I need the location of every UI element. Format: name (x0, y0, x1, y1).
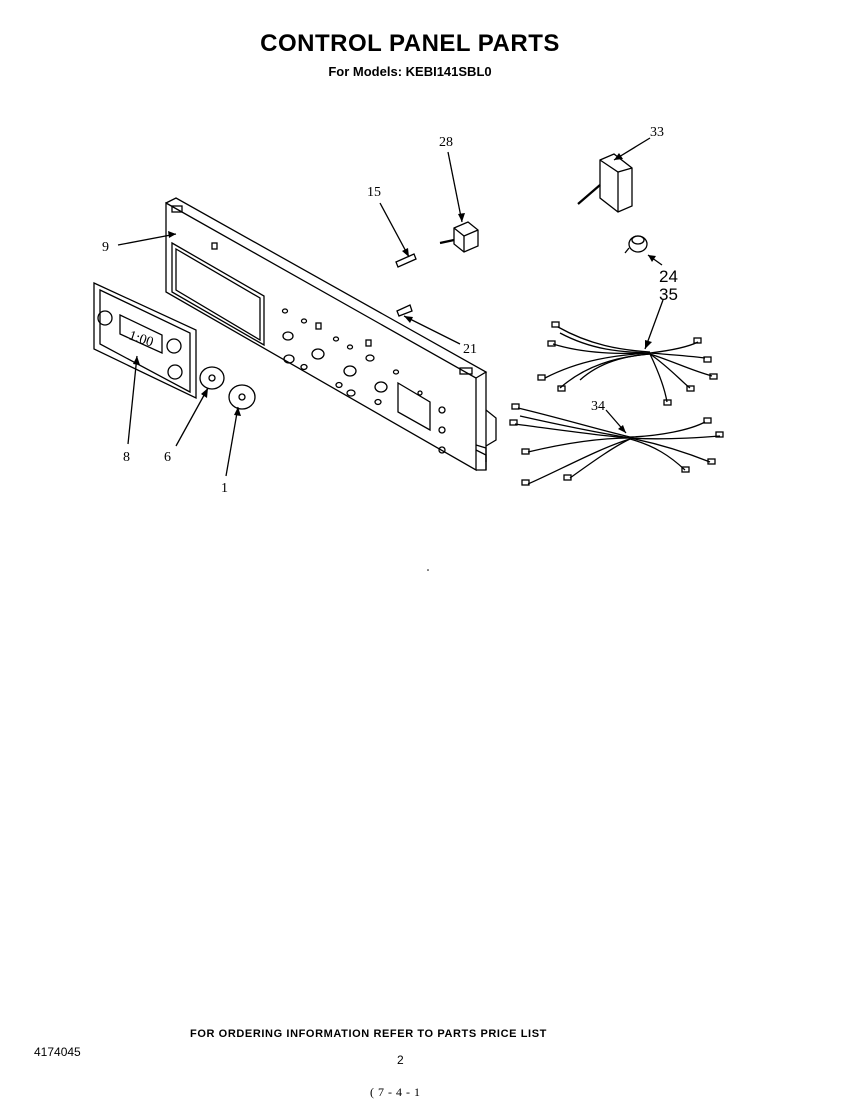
knob-part-6 (199, 366, 225, 390)
page-title: CONTROL PANEL PARTS (260, 30, 560, 57)
clock-display-readout: 1:00 (127, 329, 155, 351)
callout-1: 1 (221, 481, 228, 496)
callout-33: 33 (650, 125, 664, 140)
callout-34: 34 (591, 399, 605, 414)
wire-harness-part-34 (509, 403, 724, 486)
pin-part-21 (396, 304, 413, 317)
overlay-frame-part-8: 1:00 (93, 281, 197, 400)
callout-24: 24 (659, 267, 678, 286)
callout-9: 9 (102, 240, 109, 255)
callout-6: 6 (164, 450, 171, 465)
date-code: (7-4-1 (370, 1085, 424, 1099)
callout-21: 21 (463, 342, 477, 357)
callout-28: 28 (439, 135, 453, 150)
document-number: 4174045 (34, 1045, 81, 1059)
pin-part-15 (395, 253, 417, 268)
control-part-33 (577, 153, 633, 213)
callout-8: 8 (123, 450, 130, 465)
wire-harness-part-35 (537, 321, 718, 406)
ordering-note: FOR ORDERING INFORMATION REFER TO PARTS … (190, 1028, 547, 1040)
leader-lines (117, 137, 664, 477)
model-subtitle: For Models: KEBI141SBL0 (328, 64, 492, 79)
knob-part-1 (228, 384, 256, 410)
insert-part-24 (624, 235, 648, 254)
callout-15: 15 (367, 185, 381, 200)
page-number: 2 (397, 1053, 404, 1067)
callout-35: 35 (659, 285, 678, 304)
switch-part-28 (439, 221, 479, 253)
control-panel-part-9 (165, 197, 497, 472)
